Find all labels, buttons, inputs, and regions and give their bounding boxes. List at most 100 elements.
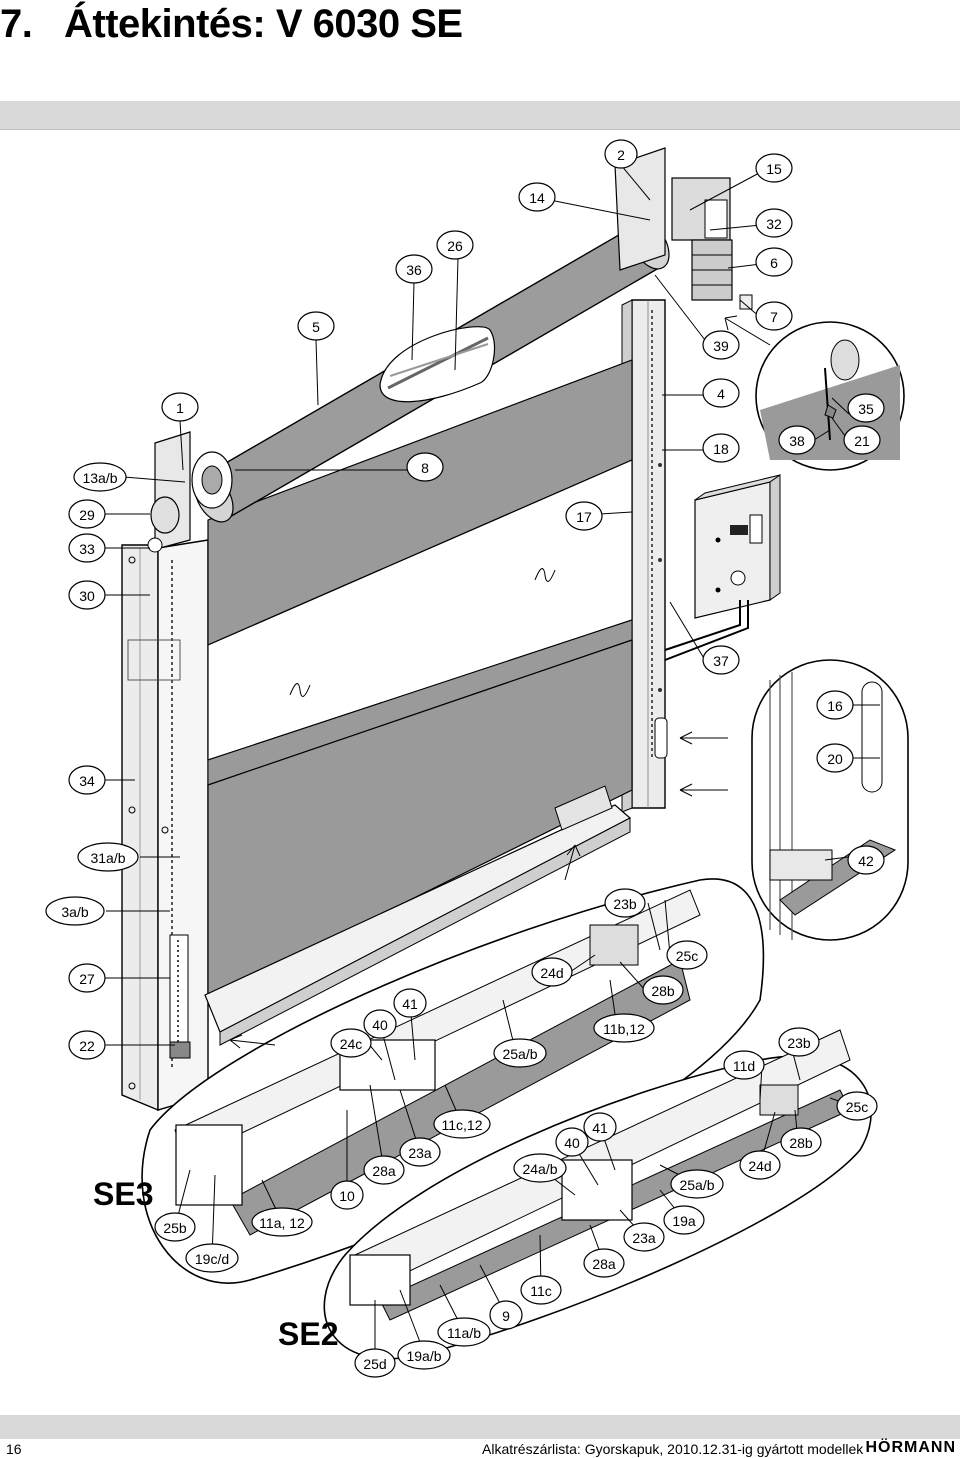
callout-3ab: 3a/b (45, 896, 105, 926)
callout-text: 37 (713, 653, 729, 669)
callout-text: 20 (827, 751, 843, 767)
callout-41_1: 41 (393, 988, 427, 1018)
callout-text: 39 (713, 338, 729, 354)
callout-42: 42 (847, 845, 885, 875)
callout-4: 4 (702, 378, 740, 408)
callout-30: 30 (68, 580, 106, 610)
callout-6: 6 (755, 247, 793, 277)
callout-text: 42 (858, 853, 874, 869)
callout-text: 13a/b (82, 470, 117, 486)
callout-text: 25a/b (502, 1046, 537, 1062)
callout-text: 28b (789, 1135, 813, 1151)
callout-text: 19a/b (406, 1348, 441, 1364)
callout-40_2: 40 (555, 1127, 589, 1157)
callout-text: 9 (502, 1308, 510, 1324)
callout-text: 1 (176, 400, 184, 416)
callout-25c_2: 25c (836, 1091, 878, 1121)
callout-text: 11a/b (447, 1325, 481, 1341)
callout-11b12: 11b,12 (593, 1013, 655, 1043)
section-number: 7. (0, 2, 33, 46)
callout-17: 17 (565, 501, 603, 531)
callout-text: 25a/b (679, 1177, 714, 1193)
callout-text: 19c/d (195, 1251, 229, 1267)
callout-text: 11d (733, 1058, 755, 1074)
callout-text: 28b (651, 983, 675, 999)
callout-20: 20 (816, 743, 854, 773)
callout-14: 14 (518, 182, 556, 212)
callout-19a: 19a (663, 1205, 705, 1235)
callout-text: 23b (613, 896, 637, 912)
callout-35: 35 (847, 393, 885, 423)
callout-text: 32 (766, 216, 782, 232)
page-title: 7.Áttekintés: V 6030 SE (0, 2, 463, 47)
callout-37: 37 (702, 645, 740, 675)
callout-25c_1: 25c (666, 940, 708, 970)
callout-15: 15 (755, 153, 793, 183)
callout-16: 16 (816, 690, 854, 720)
variant-se3-label: SE3 (93, 1176, 153, 1212)
callout-text: 28a (372, 1163, 396, 1179)
callout-1: 1 (161, 392, 199, 422)
callout-text: 17 (576, 509, 592, 525)
callout-5: 5 (297, 311, 335, 341)
callout-34: 34 (68, 765, 106, 795)
callout-text: 4 (717, 386, 725, 402)
callout-41_2: 41 (583, 1112, 617, 1142)
exploded-view-drawing: 2141532263665739143538211813a/b829173330… (45, 139, 909, 1378)
callout-18: 18 (702, 433, 740, 463)
callout-38: 38 (778, 425, 816, 455)
callout-text: 41 (592, 1120, 608, 1136)
callout-text: 14 (529, 190, 545, 206)
callout-24ab: 24a/b (513, 1153, 567, 1183)
callout-24d_2: 24d (739, 1150, 781, 1180)
callout-text: 15 (766, 161, 782, 177)
callout-28b_1: 28b (642, 975, 684, 1005)
callout-text: 25d (363, 1356, 386, 1372)
callout-text: 16 (827, 698, 843, 714)
callout-23a_2: 23a (623, 1222, 665, 1252)
callout-text: 6 (770, 255, 778, 271)
callout-text: 36 (406, 262, 422, 278)
callout-text: 40 (372, 1017, 388, 1033)
callout-text: 25c (676, 948, 699, 964)
callout-25ab_1: 25a/b (493, 1038, 547, 1068)
callout-text: 23a (632, 1230, 656, 1246)
callout-11d: 11d (723, 1050, 765, 1080)
callout-text: 5 (312, 319, 320, 335)
callout-text: 22 (79, 1038, 95, 1054)
callout-text: 34 (79, 773, 95, 789)
callout-text: 8 (421, 460, 429, 476)
page-footer: 16 Alkatrészárlista: Gyorskapuk, 2010.12… (0, 1439, 960, 1458)
callout-40_1: 40 (363, 1009, 397, 1039)
footer-band (0, 1415, 960, 1439)
callout-28b_2: 28b (780, 1127, 822, 1157)
callout-text: 18 (713, 441, 729, 457)
callout-text: 25b (163, 1220, 187, 1236)
callout-text: 27 (79, 971, 95, 987)
callout-24c: 24c (330, 1028, 372, 1058)
callout-text: 3a/b (61, 904, 88, 920)
curtain-bottom (207, 639, 633, 1001)
callout-11a12: 11a, 12 (251, 1207, 313, 1237)
callout-11c12: 11c,12 (433, 1109, 491, 1139)
callout-text: 23b (787, 1035, 811, 1051)
callout-text: 29 (79, 507, 95, 523)
callout-13ab: 13a/b (73, 462, 127, 492)
callout-22: 22 (68, 1030, 106, 1060)
callout-text: 24a/b (522, 1161, 557, 1177)
callout-23b_1: 23b (604, 888, 646, 918)
callout-11c: 11c (520, 1275, 562, 1305)
callout-text: 38 (789, 433, 805, 449)
callout-23a_1: 23a (399, 1137, 441, 1167)
callout-32: 32 (755, 208, 793, 238)
callout-31ab: 31a/b (77, 842, 139, 872)
callout-36: 36 (395, 254, 433, 284)
callout-25d: 25d (354, 1348, 396, 1378)
callout-text: 35 (858, 401, 874, 417)
callout-text: 40 (564, 1135, 580, 1151)
callout-text: 11c (530, 1283, 552, 1299)
callout-text: 25c (846, 1099, 869, 1115)
callout-21: 21 (843, 425, 881, 455)
callout-text: 11a, 12 (259, 1215, 305, 1231)
callout-10: 10 (330, 1180, 364, 1210)
